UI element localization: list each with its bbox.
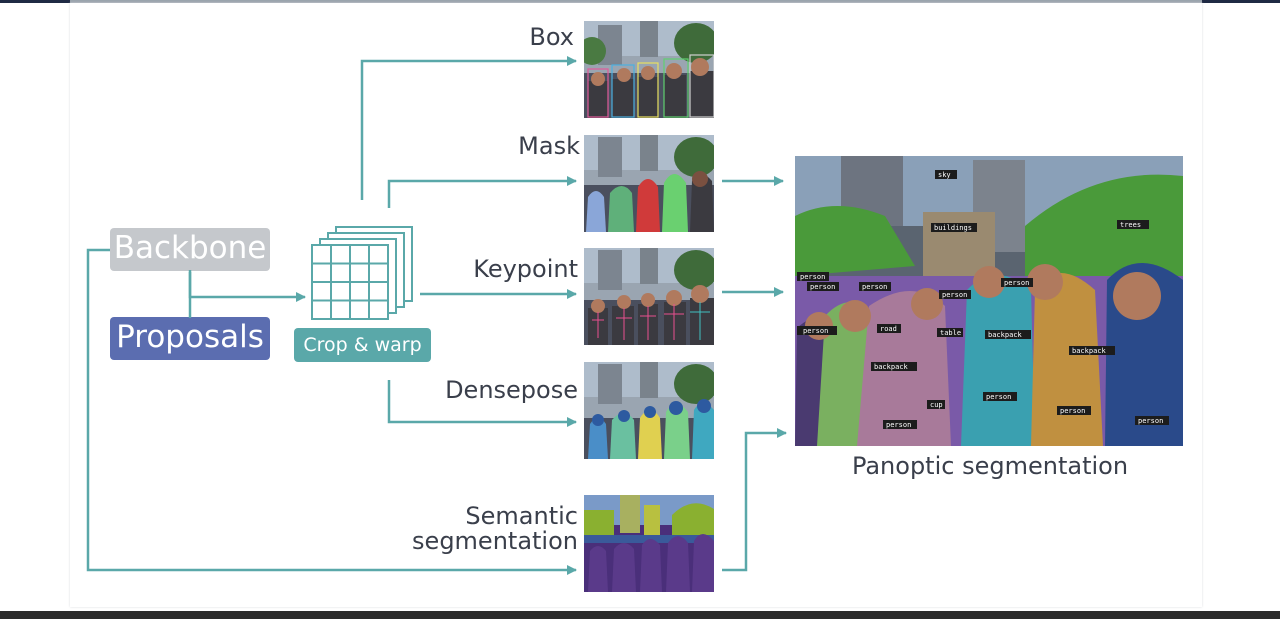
tag-person: person xyxy=(986,393,1011,401)
tag-person: person xyxy=(942,291,967,299)
semantic-output-thumbnail xyxy=(584,495,714,592)
arrow-backbone-to-semantic xyxy=(86,248,577,575)
semantic-label-line2: segmentation xyxy=(412,527,578,555)
tag-person: person xyxy=(803,327,828,335)
keypoint-label: Keypoint xyxy=(473,255,578,283)
crop-warp-label: Crop & warp xyxy=(294,328,431,362)
backbone-box: Backbone xyxy=(110,228,270,271)
proposals-box: Proposals xyxy=(110,317,270,360)
arrow-semantic-to-panoptic xyxy=(722,428,787,572)
backbone-label: Backbone xyxy=(113,230,267,266)
tag-road: road xyxy=(880,325,897,333)
backbone-proposals-connector xyxy=(188,270,192,318)
tag-person: person xyxy=(862,283,887,291)
panoptic-caption: Panoptic segmentation xyxy=(851,452,1129,480)
tag-cup: cup xyxy=(930,401,943,409)
arrow-crop-to-box xyxy=(360,56,577,200)
box-label: Box xyxy=(529,23,574,51)
semantic-label-line1: Semantic xyxy=(465,502,578,530)
tag-backpack: backpack xyxy=(874,363,909,371)
tag-backpack: backpack xyxy=(1072,347,1107,355)
bottom-border xyxy=(0,611,1280,619)
arrow-crop-to-mask xyxy=(387,176,577,208)
crop-warp-grid-icon xyxy=(311,226,413,320)
mask-output-thumbnail xyxy=(584,135,714,232)
panoptic-output-image: sky buildings trees person person person… xyxy=(795,156,1183,446)
tag-person: person xyxy=(886,421,911,429)
tag-buildings: buildings xyxy=(934,224,972,232)
densepose-output-thumbnail xyxy=(584,362,714,459)
tag-sky: sky xyxy=(938,171,951,179)
arrow-crop-to-densepose xyxy=(387,380,577,427)
mask-label: Mask xyxy=(518,132,580,160)
tag-person: person xyxy=(800,273,825,281)
tag-backpack: backpack xyxy=(988,331,1023,339)
keypoint-output-thumbnail xyxy=(584,248,714,345)
tag-trees: trees xyxy=(1120,221,1141,229)
proposals-label: Proposals xyxy=(116,319,264,355)
arrow-proposals-to-crop xyxy=(188,272,306,302)
tag-person: person xyxy=(1004,279,1029,287)
tag-person: person xyxy=(1138,417,1163,425)
box-output-thumbnail xyxy=(584,21,714,118)
tag-person: person xyxy=(810,283,835,291)
densepose-label: Densepose xyxy=(445,376,578,404)
tag-person: person xyxy=(1060,407,1085,415)
tag-table: table xyxy=(940,329,961,337)
top-border xyxy=(0,0,1280,3)
